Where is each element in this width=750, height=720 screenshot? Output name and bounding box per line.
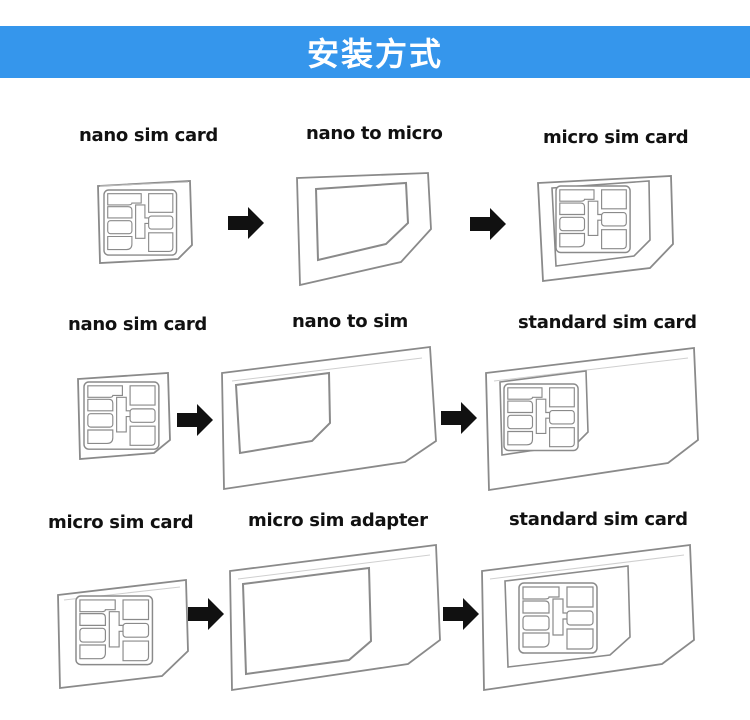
title-banner: 安装方式 [0,26,750,78]
row2-from-label: nano sim card [68,314,207,335]
row3-standard-card [481,543,695,692]
row1-nano-card [97,180,193,264]
page-title: 安装方式 [306,35,443,73]
row3-adapter-label: micro sim adapter [248,510,428,531]
row1-arrow-1 [228,207,264,239]
row3-micro-card [57,578,189,690]
row2-nano-to-sim-adapter [221,345,437,491]
row2-result-label: standard sim card [518,312,697,333]
row2-nano-card [77,372,171,460]
row1-nano-to-micro-adapter [296,172,432,287]
row3-result-label: standard sim card [509,509,688,530]
row1-adapter-label: nano to micro [306,123,443,144]
row2-arrow-2 [441,402,477,434]
row1-arrow-2 [470,208,506,240]
row1-from-label: nano sim card [79,125,218,146]
row3-from-label: micro sim card [48,512,194,533]
row2-standard-card [485,346,699,492]
row3-micro-sim-adapter [229,543,441,692]
row3-arrow-1 [188,598,224,630]
row1-result-label: micro sim card [543,127,689,148]
row1-micro-card [537,175,674,283]
row3-arrow-2 [443,598,479,630]
row2-arrow-1 [177,404,213,436]
row2-adapter-label: nano to sim [292,311,408,332]
